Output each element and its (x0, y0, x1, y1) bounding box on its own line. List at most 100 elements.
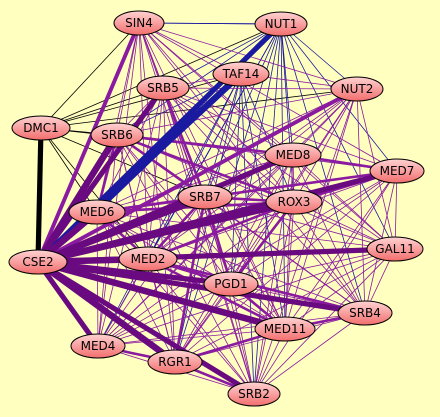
node-dmc1[interactable]: DMC1 (11, 115, 71, 141)
edge-dmc1-taf14 (40, 73, 242, 129)
node-srb6[interactable]: SRB6 (90, 122, 144, 148)
node-taf14[interactable]: TAF14 (212, 61, 270, 87)
edge-nut2-srb5 (162, 87, 358, 90)
node-nut1[interactable]: NUT1 (254, 11, 308, 37)
node-med6[interactable]: MED6 (68, 199, 126, 225)
node-rgr1[interactable]: RGR1 (147, 349, 203, 375)
edge-med8-rgr1 (174, 154, 294, 363)
node-srb2[interactable]: SRB2 (227, 381, 281, 407)
edge-srb6-gal11 (116, 134, 396, 250)
edge-cse2-srb7 (34, 193, 209, 266)
edge-sin4-med7 (138, 22, 398, 172)
node-srb5[interactable]: SRB5 (136, 75, 190, 101)
edge-med6-pgd1 (96, 211, 232, 285)
node-sin4[interactable]: SIN4 (113, 10, 165, 36)
edge-med8-med6 (96, 154, 294, 213)
node-label: NUT2 (341, 82, 374, 96)
edge-rox3-med11 (284, 201, 295, 330)
node-med4[interactable]: MED4 (70, 333, 126, 359)
edge-rox3-med2 (146, 200, 296, 261)
node-nut2[interactable]: NUT2 (330, 76, 384, 102)
edge-nut2-srb6 (116, 88, 358, 136)
node-srb7[interactable]: SRB7 (177, 184, 233, 210)
node-pgd1[interactable]: PGD1 (203, 271, 259, 297)
edge-nut1-srb5 (162, 23, 282, 89)
node-srb4[interactable]: SRB4 (337, 300, 393, 326)
edge-srb7-pgd1 (203, 195, 233, 286)
node-cse2[interactable]: CSE2 (8, 249, 68, 275)
node-shape (265, 189, 323, 215)
node-shape (147, 349, 203, 375)
node-rox3[interactable]: ROX3 (265, 189, 323, 215)
node-shape (337, 300, 393, 326)
edge-nut1-srb4 (280, 23, 366, 314)
edge-cse2-srb4 (35, 259, 368, 316)
node-label: SIN4 (125, 16, 153, 30)
edge-sin4-srb4 (138, 22, 366, 314)
edge-srb6-rox3 (115, 133, 296, 204)
node-med2[interactable]: MED2 (118, 246, 178, 272)
edge-nut1-gal11 (280, 23, 396, 250)
edge-med11-med4 (97, 328, 286, 347)
edge-taf14-srb2 (240, 73, 255, 395)
edge-gal11-med11 (284, 248, 396, 330)
edge-nut2-med11 (284, 88, 358, 330)
edge-rox3-pgd1 (229, 200, 296, 286)
edge-srb4-srb2 (253, 312, 366, 395)
node-shape (254, 316, 316, 342)
node-gal11[interactable]: GAL11 (366, 236, 424, 262)
node-label: MED8 (276, 148, 311, 162)
node-med11[interactable]: MED11 (254, 316, 316, 342)
edge-srb6-med8 (115, 133, 295, 157)
edge-med7-med4 (97, 170, 398, 347)
edge-cse2-med11 (34, 258, 289, 333)
edge-dmc1-med6 (40, 127, 98, 213)
edge-sin4-rox3 (138, 22, 295, 203)
edge-srb5-rox3 (162, 87, 295, 203)
edge-nut2-srb2 (253, 88, 358, 395)
edge-cse2-srb6 (34, 131, 121, 266)
node-shape (254, 11, 308, 37)
edge-srb6-srb2 (116, 134, 255, 395)
edge-cse2-sin4 (36, 21, 141, 264)
node-shape (227, 381, 281, 407)
edge-srb5-med2 (147, 87, 164, 260)
node-label: CSE2 (22, 255, 53, 269)
edge-med7-rgr1 (174, 170, 398, 363)
edge-srb5-med8 (162, 87, 294, 156)
node-med7[interactable]: MED7 (369, 158, 425, 184)
node-shape (113, 10, 165, 36)
node-label: NUT1 (265, 17, 298, 31)
node-shape (8, 249, 68, 275)
edge-cse2-rox3 (34, 198, 298, 266)
node-shape (118, 246, 178, 272)
node-label: GAL11 (375, 242, 414, 256)
node-label: SRB5 (147, 81, 179, 95)
node-label: MED7 (380, 164, 415, 178)
edge-nut2-rgr1 (174, 88, 358, 363)
node-shape (70, 333, 126, 359)
node-label: SRB2 (238, 387, 270, 401)
edge-srb5-rgr1 (162, 87, 176, 363)
edge-med7-srb2 (253, 170, 398, 395)
edge-gal11-rgr1 (174, 248, 396, 363)
node-label: MED2 (131, 252, 166, 266)
node-label: DMC1 (23, 121, 59, 135)
node-label: ROX3 (278, 195, 311, 209)
node-shape (264, 142, 322, 168)
node-shape (136, 75, 190, 101)
edge-nut1-pgd1 (230, 23, 282, 285)
node-label: SRB6 (101, 128, 133, 142)
edge-nut2-srb4 (356, 88, 366, 314)
node-shape (90, 122, 144, 148)
edge-cse2-med4 (35, 259, 101, 349)
edge-pgd1-med4 (97, 283, 232, 347)
node-label: TAF14 (222, 67, 260, 81)
edge-med8-srb4 (292, 154, 366, 314)
node-med8[interactable]: MED8 (264, 142, 322, 168)
edge-sin4-srb6 (116, 22, 140, 136)
node-shape (212, 61, 270, 87)
node-label: SRB4 (349, 306, 381, 320)
